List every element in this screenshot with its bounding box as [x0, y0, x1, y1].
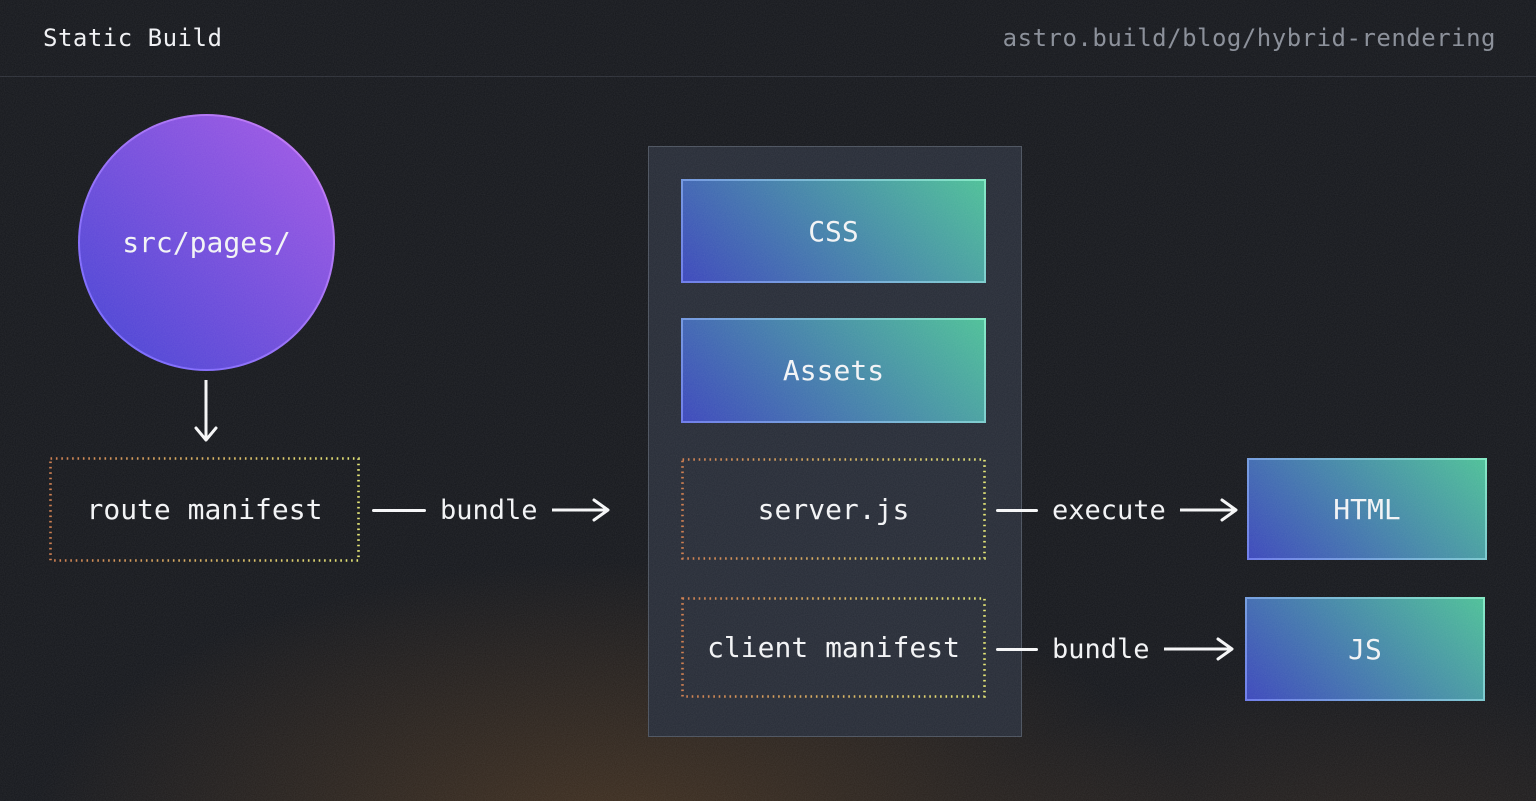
node-assets: Assets [681, 318, 986, 423]
node-html: HTML [1247, 458, 1487, 560]
node-client-manifest-label: client manifest [707, 631, 960, 664]
arrow-right-icon [1179, 498, 1238, 522]
connector-execute: execute [996, 492, 1238, 528]
node-route-manifest-label: route manifest [86, 493, 323, 526]
node-client-manifest: client manifest [681, 597, 986, 698]
node-assets-label: Assets [782, 354, 885, 387]
connector-bundle-right-label: bundle [1052, 633, 1150, 665]
node-css: CSS [681, 179, 986, 283]
arrow-right-icon [551, 498, 610, 522]
connector-line [996, 647, 1038, 651]
connector-bundle-left: bundle [372, 492, 610, 528]
source-url: astro.build/blog/hybrid-rendering [1002, 24, 1496, 52]
node-src-pages: src/pages/ [78, 114, 335, 371]
node-src-pages-label: src/pages/ [122, 226, 291, 259]
connector-execute-label: execute [1052, 494, 1166, 526]
node-route-manifest: route manifest [49, 457, 360, 562]
node-js: JS [1245, 597, 1485, 701]
node-server-js-label: server.js [757, 492, 910, 526]
header-bar: Static Build astro.build/blog/hybrid-ren… [0, 0, 1536, 77]
connector-bundle-right: bundle [996, 631, 1234, 667]
arrow-right-icon [1163, 637, 1234, 661]
node-css-label: CSS [808, 214, 859, 248]
node-server-js: server.js [681, 458, 986, 560]
page-title: Static Build [43, 24, 223, 52]
connector-bundle-left-label: bundle [440, 494, 538, 526]
connector-line [996, 508, 1038, 512]
node-html-label: HTML [1333, 492, 1401, 526]
arrow-down-icon [194, 380, 218, 442]
node-js-label: JS [1348, 632, 1382, 666]
connector-line [372, 508, 426, 512]
